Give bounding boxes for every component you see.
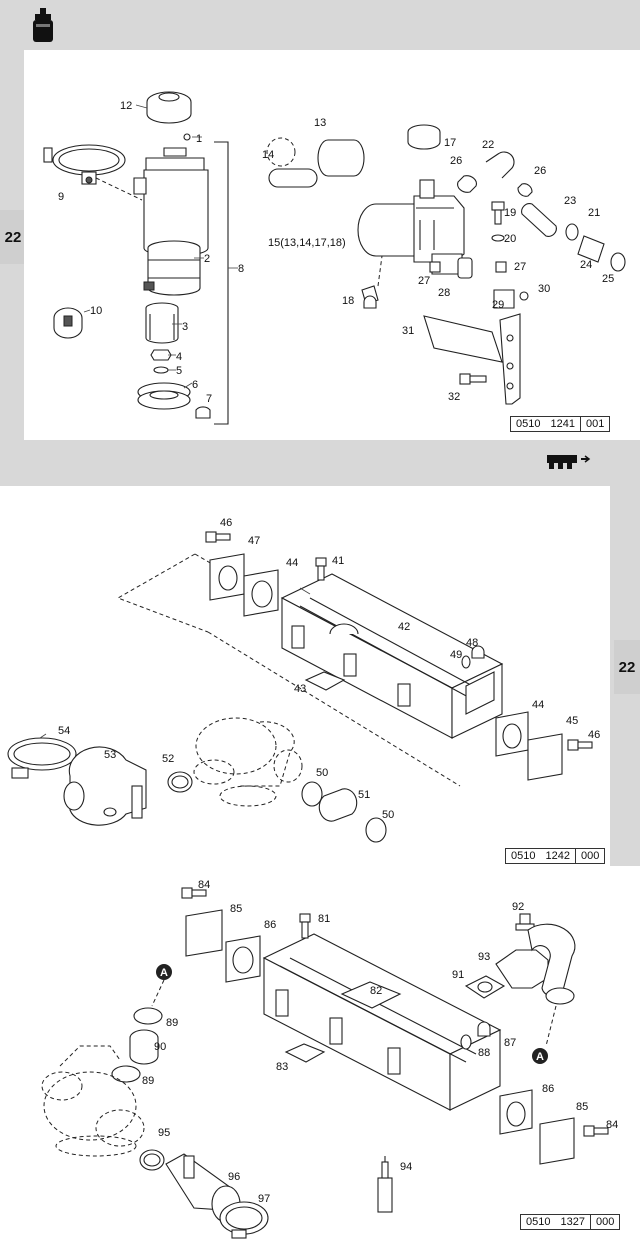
callout: 21: [588, 207, 600, 219]
callout: 54: [58, 725, 70, 737]
callout: 47: [248, 535, 260, 547]
callout: 91: [452, 969, 464, 981]
callout: 49: [450, 649, 462, 661]
callout: 89: [142, 1075, 154, 1087]
callout: 6: [192, 379, 198, 391]
callout: 48: [466, 637, 478, 649]
callout: 12: [120, 100, 132, 112]
callout: 46: [220, 517, 232, 529]
callout: 86: [264, 919, 276, 931]
callout: 87: [504, 1037, 516, 1049]
callout: 92: [512, 901, 524, 913]
callout: 50: [316, 767, 328, 779]
exhaust-manifold-diagram-panel: 46 47 44 41 42 48 49 43 44 45 46 54 53 5…: [0, 486, 610, 866]
exhaust-manifold-alt-diagram-panel: A A 84 85 86 81 92 93 91 82 89 90 89 88 …: [0, 866, 640, 1250]
callout: 25: [602, 273, 614, 285]
marker-a: A: [160, 967, 168, 979]
callout: 52: [162, 753, 174, 765]
callout: 90: [154, 1041, 166, 1053]
callout: 7: [206, 393, 212, 405]
callout: 4: [176, 351, 182, 363]
callout: 44: [532, 699, 544, 711]
callout: 20: [504, 233, 516, 245]
callout: 9: [58, 191, 64, 203]
callout: 2: [204, 253, 210, 265]
callout: 82: [370, 985, 382, 997]
callout: 43: [294, 683, 306, 695]
callout: 30: [538, 283, 550, 295]
callout: 85: [230, 903, 242, 915]
callout: 29: [492, 299, 504, 311]
callout: 51: [358, 789, 370, 801]
callout: 89: [166, 1017, 178, 1029]
marker-a: A: [536, 1051, 544, 1063]
callout: 53: [104, 749, 116, 761]
callout: 31: [402, 325, 414, 337]
section-tab: 22: [0, 210, 26, 264]
section-tab: 22: [614, 640, 640, 694]
callout: 86: [542, 1083, 554, 1095]
callout: 44: [286, 557, 298, 569]
callout: 41: [332, 555, 344, 567]
callout: 42: [398, 621, 410, 633]
callout: 32: [448, 391, 460, 403]
callout: 93: [478, 951, 490, 963]
callout: 97: [258, 1193, 270, 1205]
callout: 28: [438, 287, 450, 299]
exhaust-manifold-diagram: 46 47 44 41 42 48 49 43 44 45 46 54 53 5…: [7, 517, 600, 843]
callout: 27: [418, 275, 430, 287]
callout: 10: [90, 305, 102, 317]
air-filter-diagram-panel: 12 1 8 9 2 10 3 4 5 6 7 13 14 17 22 26 2…: [24, 50, 640, 440]
callout: 1: [196, 133, 202, 145]
callout: 26: [450, 155, 462, 167]
air-filter-diagram: 12 1 8 9 2 10 3 4 5 6 7 13 14 17 22 26 2…: [43, 91, 626, 425]
callout: 13: [314, 117, 326, 129]
exhaust-manifold-alt-diagram: A A 84 85 86 81 92 93 91 82 89 90 89 88 …: [41, 879, 618, 1239]
callout: 83: [276, 1061, 288, 1073]
callout: 95: [158, 1127, 170, 1139]
callout: 22: [482, 139, 494, 151]
callout: 96: [228, 1171, 240, 1183]
callout: 50: [382, 809, 394, 821]
callout: 84: [198, 879, 210, 891]
callout: 8: [238, 263, 244, 275]
callout: 45: [566, 715, 578, 727]
manifold-icon: [547, 455, 591, 469]
callout: 23: [564, 195, 576, 207]
callout: 84: [606, 1119, 618, 1131]
callout: 24: [580, 259, 592, 271]
callout: 19: [504, 207, 516, 219]
callout: 3: [182, 321, 188, 333]
callout: 46: [588, 729, 600, 741]
callout: 85: [576, 1101, 588, 1113]
callout: 88: [478, 1047, 490, 1059]
callout: 81: [318, 913, 330, 925]
callout: 18: [342, 295, 354, 307]
callout: 15(13,14,17,18): [268, 237, 346, 249]
air-filter-icon: [33, 8, 53, 42]
callout: 26: [534, 165, 546, 177]
callout: 27: [514, 261, 526, 273]
callout: 14: [262, 149, 274, 161]
callout: 5: [176, 365, 182, 377]
callout: 94: [400, 1161, 412, 1173]
callout: 17: [444, 137, 456, 149]
